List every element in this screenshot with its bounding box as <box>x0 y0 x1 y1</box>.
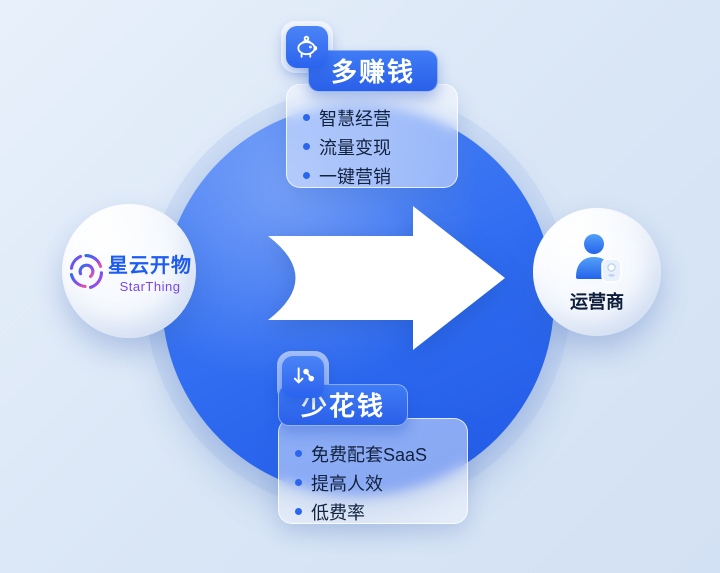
list-item: 免费配套SaaS <box>295 439 453 468</box>
feature-label: 一键营销 <box>319 166 391 187</box>
feature-label: 流量变现 <box>319 137 391 158</box>
feature-label: 智慧经营 <box>319 108 391 129</box>
bullet-dot-icon <box>295 450 302 457</box>
bullet-dot-icon <box>303 114 310 121</box>
list-item: 提高人效 <box>295 468 453 497</box>
bullet-dot-icon <box>303 143 310 150</box>
list-item: 智慧经营 <box>303 103 443 132</box>
starthing-logo: 星云开物 StarThing <box>66 249 192 294</box>
starthing-node: 星云开物 StarThing <box>62 204 196 338</box>
bullet-dot-icon <box>303 172 310 179</box>
feature-label: 免费配套SaaS <box>311 444 428 465</box>
percent-down-icon <box>282 356 324 398</box>
feature-label: 提高人效 <box>311 473 383 494</box>
feature-label: 低费率 <box>311 502 365 523</box>
bullet-dot-icon <box>295 479 302 486</box>
operator-node: 运营商 <box>533 208 661 336</box>
list-item: 低费率 <box>295 497 453 526</box>
top-card-title: 多赚钱 <box>308 50 439 92</box>
top-card-panel: 智慧经营 流量变现 一键营销 <box>286 84 458 188</box>
bullet-dot-icon <box>295 508 302 515</box>
list-item: 一键营销 <box>303 161 443 190</box>
flow-arrow-icon <box>268 206 505 350</box>
list-item: 流量变现 <box>303 132 443 161</box>
logo-subtitle: StarThing <box>119 278 181 294</box>
person-badge-icon <box>576 234 622 283</box>
piggy-bank-icon <box>286 26 328 68</box>
logo-title: 星云开物 <box>108 254 192 277</box>
operator-label: 运营商 <box>570 292 624 312</box>
bottom-card-panel: 免费配套SaaS 提高人效 低费率 <box>278 418 468 524</box>
swirl-galaxy-icon <box>69 254 103 289</box>
